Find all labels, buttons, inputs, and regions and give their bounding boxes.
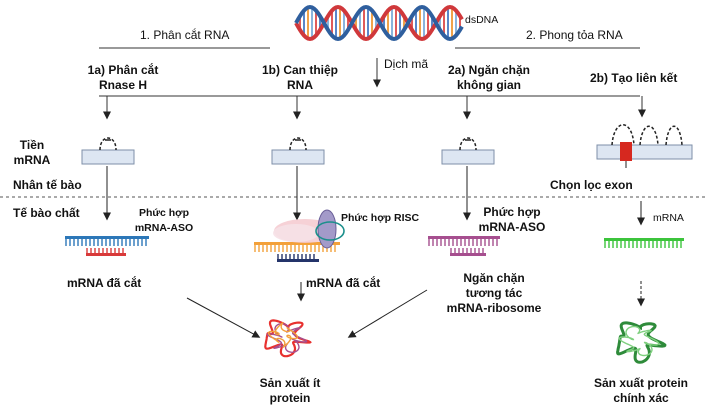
risc-complex-icon — [273, 209, 345, 249]
transcription-label: Dịch mã — [384, 57, 429, 71]
dna-helix-icon — [294, 4, 464, 42]
pre-mrna-box-icon — [271, 137, 325, 165]
mrna-strand — [65, 236, 149, 246]
cytoplasm-label: Tế bào chất — [13, 206, 80, 220]
mrna-strand — [604, 238, 684, 248]
pre-mrna-exons-icon — [596, 124, 693, 168]
branch-blocking-title: 2. Phong tỏa RNA — [526, 28, 623, 42]
protein-coil-icon — [264, 319, 312, 358]
branch-cleavage-title: 1. Phân cắt RNA — [140, 28, 230, 42]
cleaved-mrna-label-2: mRNA đã cắt — [306, 276, 381, 290]
aso-strand — [450, 248, 486, 256]
to-cytoplasm-arrows — [103, 166, 645, 226]
risc-complex-label: Phức hợp RISC — [341, 212, 420, 224]
cleaved-mrna-label-1: mRNA đã cắt — [67, 276, 142, 290]
strand-group — [65, 236, 684, 262]
mrna-label: mRNA — [653, 212, 684, 224]
nucleus-label: Nhân tế bào — [13, 178, 82, 192]
dsdna-label: dsDNA — [465, 14, 499, 26]
mechanism-2b-label: 2b) Tạo liên kết — [590, 71, 678, 85]
exon-selection-label: Chọn lọc exon — [550, 178, 633, 192]
mrna-strand — [428, 236, 500, 246]
guide-strand — [277, 254, 319, 262]
branch-connectors — [99, 47, 646, 120]
protein-coil-icon — [616, 321, 667, 364]
pre-mrna-box-icon — [441, 137, 495, 165]
aso-strand — [86, 248, 126, 256]
pre-mrna-box-icon — [81, 137, 135, 165]
outcome-arrows — [186, 281, 645, 338]
